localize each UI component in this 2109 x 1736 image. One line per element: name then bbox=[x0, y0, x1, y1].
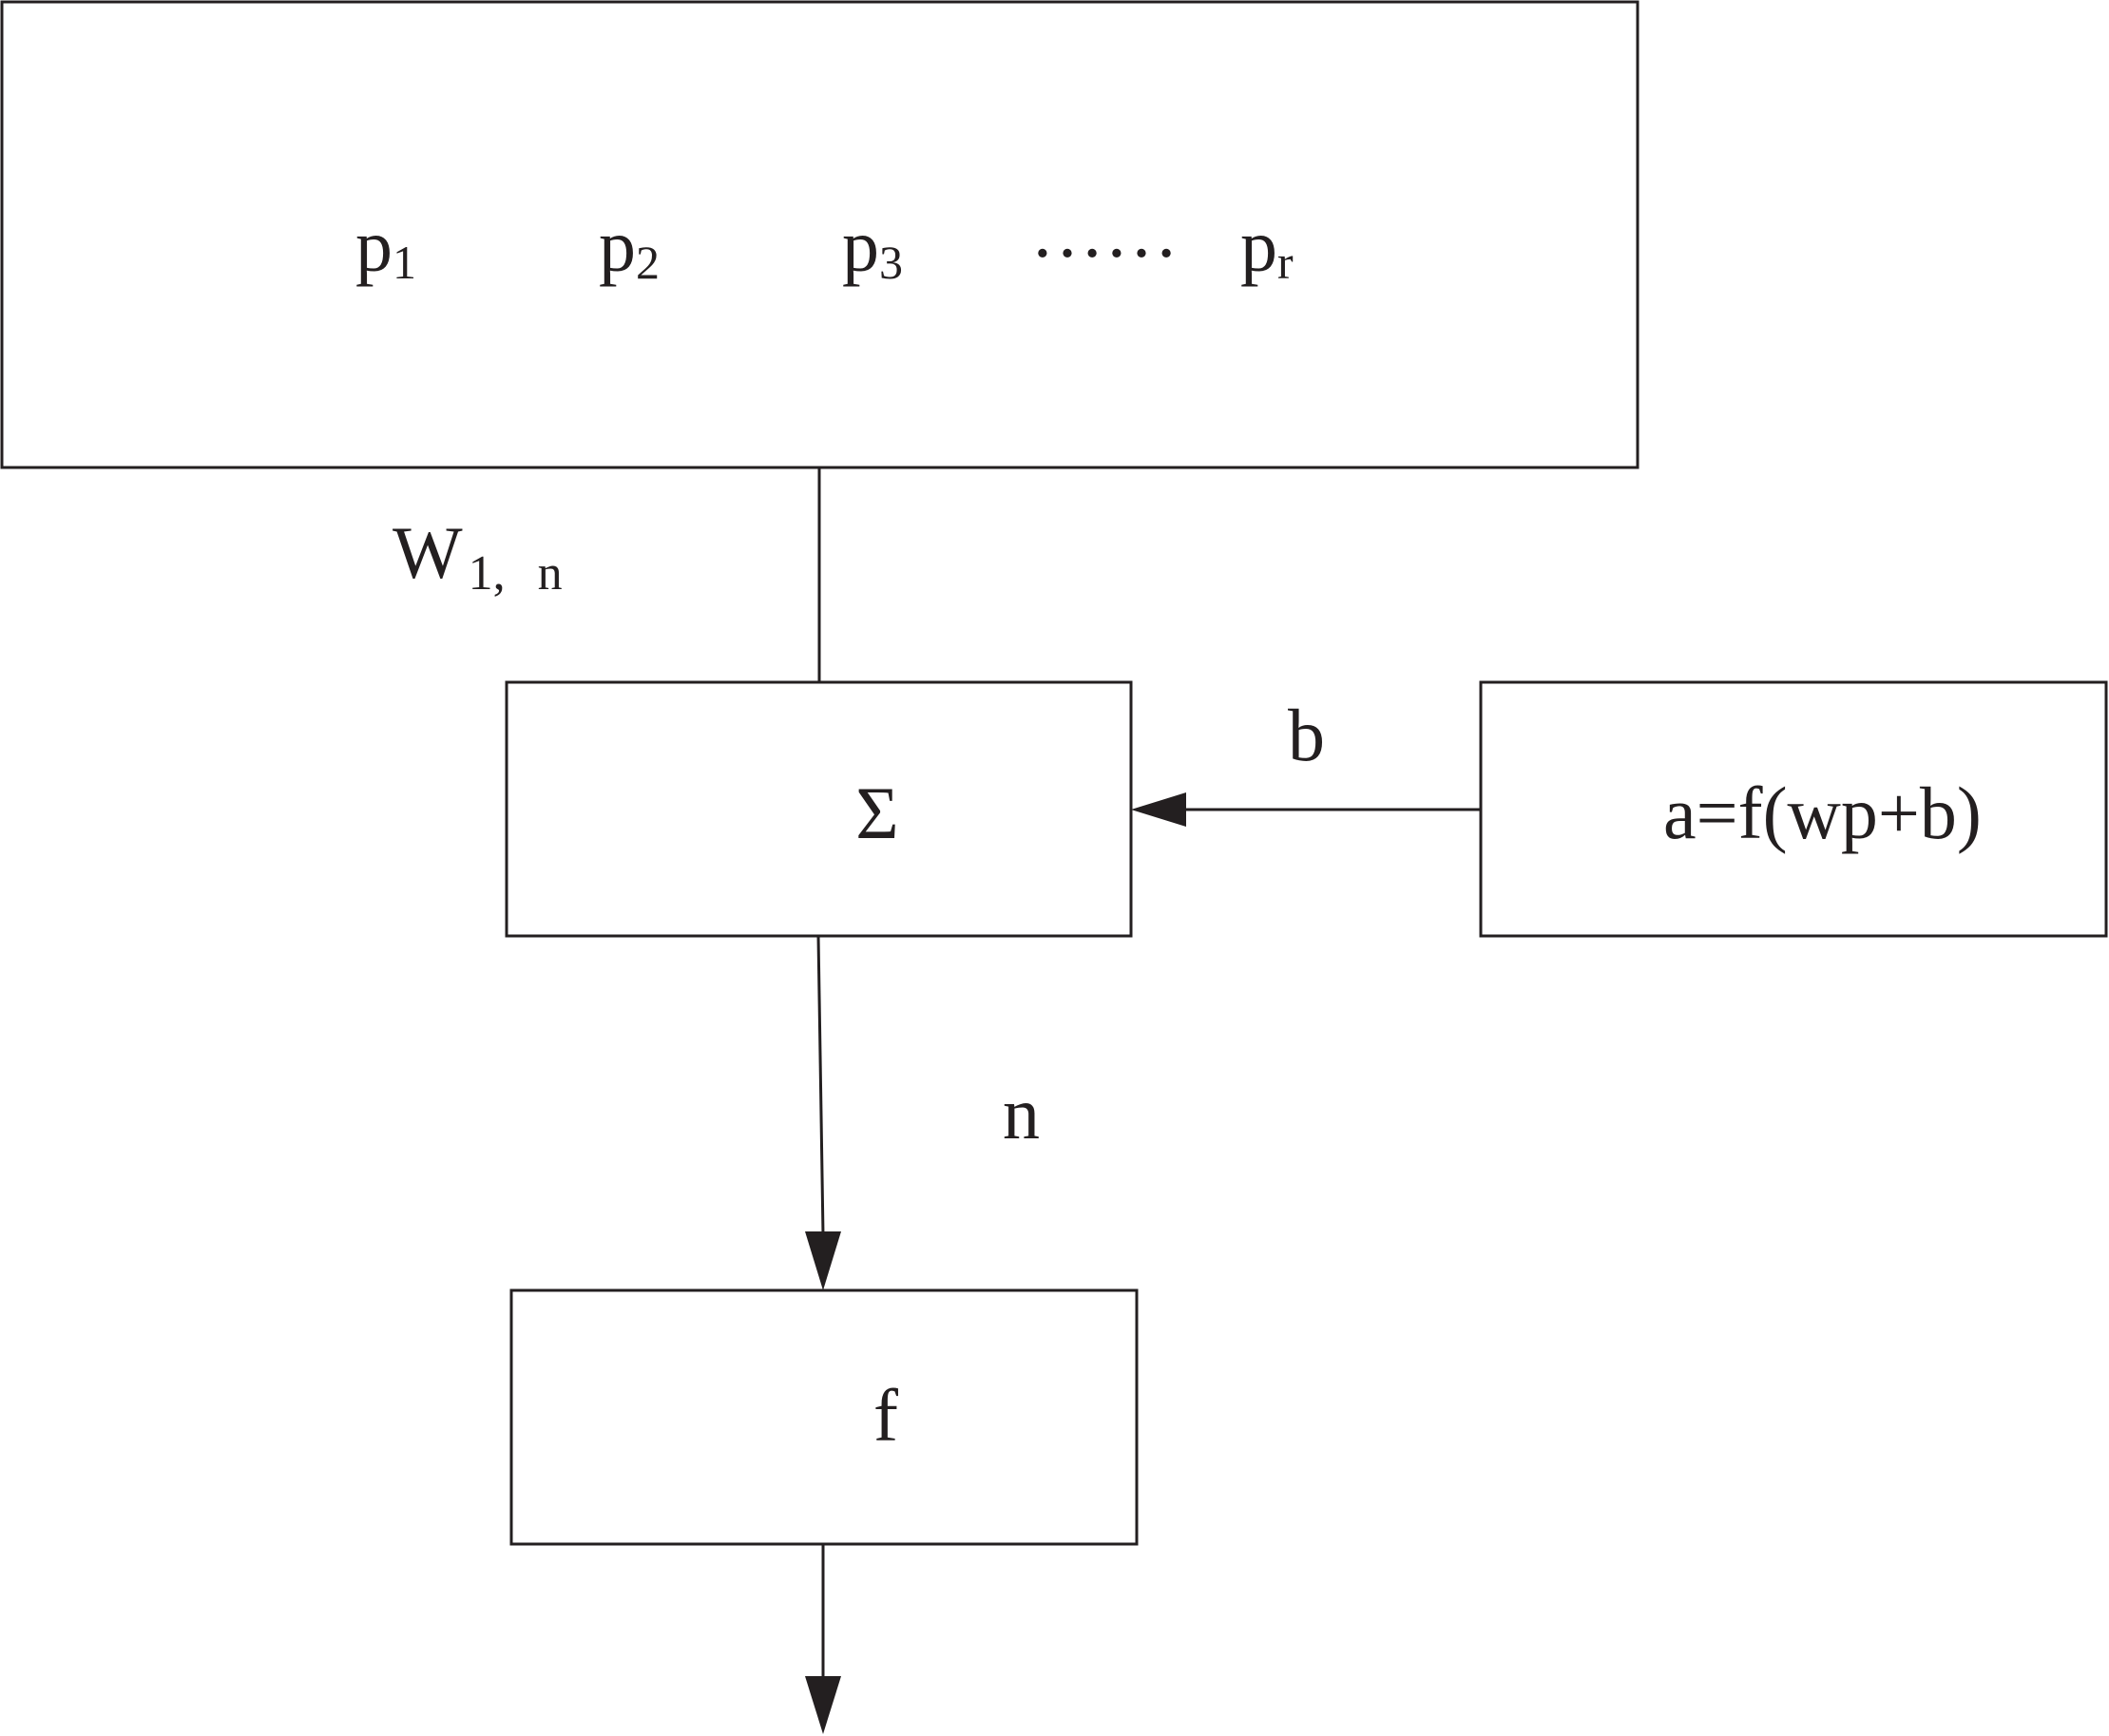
transfer-box bbox=[509, 1288, 1139, 1546]
input-p1: p1 bbox=[355, 204, 416, 289]
output-arrowhead bbox=[805, 1676, 841, 1734]
formula-box bbox=[1479, 680, 2108, 938]
sum-box bbox=[505, 680, 1133, 938]
net-input-arrow-line bbox=[816, 935, 825, 1236]
bias-label: b bbox=[1288, 694, 1325, 776]
input-ellipsis: …… bbox=[1030, 190, 1179, 273]
input-pr: pr bbox=[1240, 204, 1294, 289]
input-p3: p3 bbox=[842, 204, 903, 289]
bias-arrowhead bbox=[1131, 792, 1186, 827]
transfer-symbol: f bbox=[873, 1374, 898, 1457]
formula-text: a=f(wp+b) bbox=[1663, 772, 1982, 854]
net-input-arrowhead bbox=[805, 1231, 841, 1290]
sum-symbol: Σ bbox=[855, 772, 898, 854]
input-p2: p2 bbox=[599, 204, 660, 289]
net-input-label: n bbox=[1003, 1072, 1040, 1154]
input-box bbox=[0, 0, 1639, 469]
